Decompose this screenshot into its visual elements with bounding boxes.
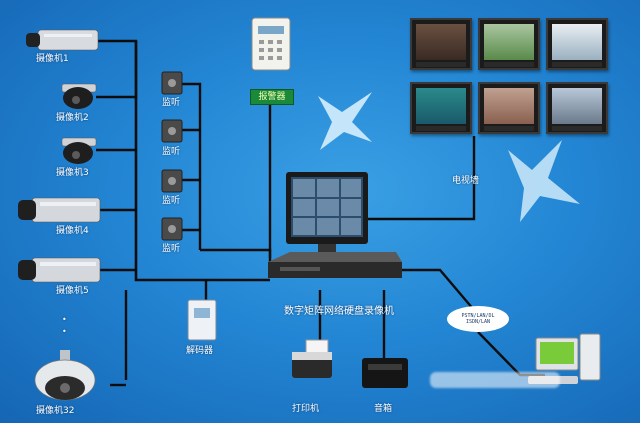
alarm-host-label: 报警器 [250, 89, 294, 105]
tv-wall-label: 电视墙 [452, 176, 480, 186]
printer-label: 打印机 [292, 404, 320, 414]
light-star-decoration-2 [508, 140, 580, 222]
camera-3-label: 摄像机3 [56, 168, 89, 178]
speaker-label: 音箱 [374, 404, 393, 414]
camera-4-icon [18, 197, 101, 223]
computer-icon [528, 333, 601, 384]
tv-screen-1 [410, 18, 472, 70]
printer-icon [292, 339, 332, 378]
speaker-icon [362, 358, 408, 388]
camera-3-icon [61, 137, 97, 164]
watermark-blur [430, 372, 560, 388]
network-bubble: PSTN/LAN/DL ISDN/LAN [447, 306, 509, 332]
listener-1-icon [161, 71, 183, 95]
camera-2-label: 摄像机2 [56, 113, 89, 123]
ellipsis-dot-2: • [62, 327, 67, 336]
listener-3-label: 监听 [162, 196, 181, 206]
camera-5-label: 摄像机5 [56, 286, 89, 296]
listener-1-label: 监听 [162, 98, 181, 108]
dvr-label: 数字矩阵网络硬盘录像机 [284, 306, 394, 317]
listener-4-label: 监听 [162, 244, 181, 254]
listener-4-icon [161, 217, 183, 241]
decoder-label: 解码器 [186, 346, 214, 356]
tv-screen-2 [478, 18, 540, 70]
listener-2-label: 监听 [162, 147, 181, 157]
listener-2-icon [161, 119, 183, 143]
connection-wires [96, 39, 545, 387]
tv-screen-4 [410, 82, 472, 134]
camera-32-icon [34, 350, 96, 401]
network-label-line-1: PSTN/LAN/DL [461, 313, 495, 319]
alarm-host-icon [251, 17, 291, 71]
decoder-icon [187, 299, 217, 341]
tv-screen-6 [546, 82, 608, 134]
monitor-icon [286, 172, 368, 254]
camera-1-label: 摄像机1 [36, 54, 69, 64]
camera-5-icon [18, 257, 101, 283]
network-label-line-2: ISDN/LAN [465, 319, 491, 325]
camera-32-label: 摄像机32 [36, 406, 75, 416]
tv-screen-5 [478, 82, 540, 134]
tv-screen-3 [546, 18, 608, 70]
light-star-decoration-1 [318, 92, 372, 150]
listener-3-icon [161, 169, 183, 193]
camera-2-icon [61, 83, 97, 109]
camera-4-label: 摄像机4 [56, 226, 89, 236]
camera-1-icon [26, 29, 99, 51]
ellipsis-dot-1: • [62, 315, 67, 324]
dvr-icon [268, 252, 402, 278]
